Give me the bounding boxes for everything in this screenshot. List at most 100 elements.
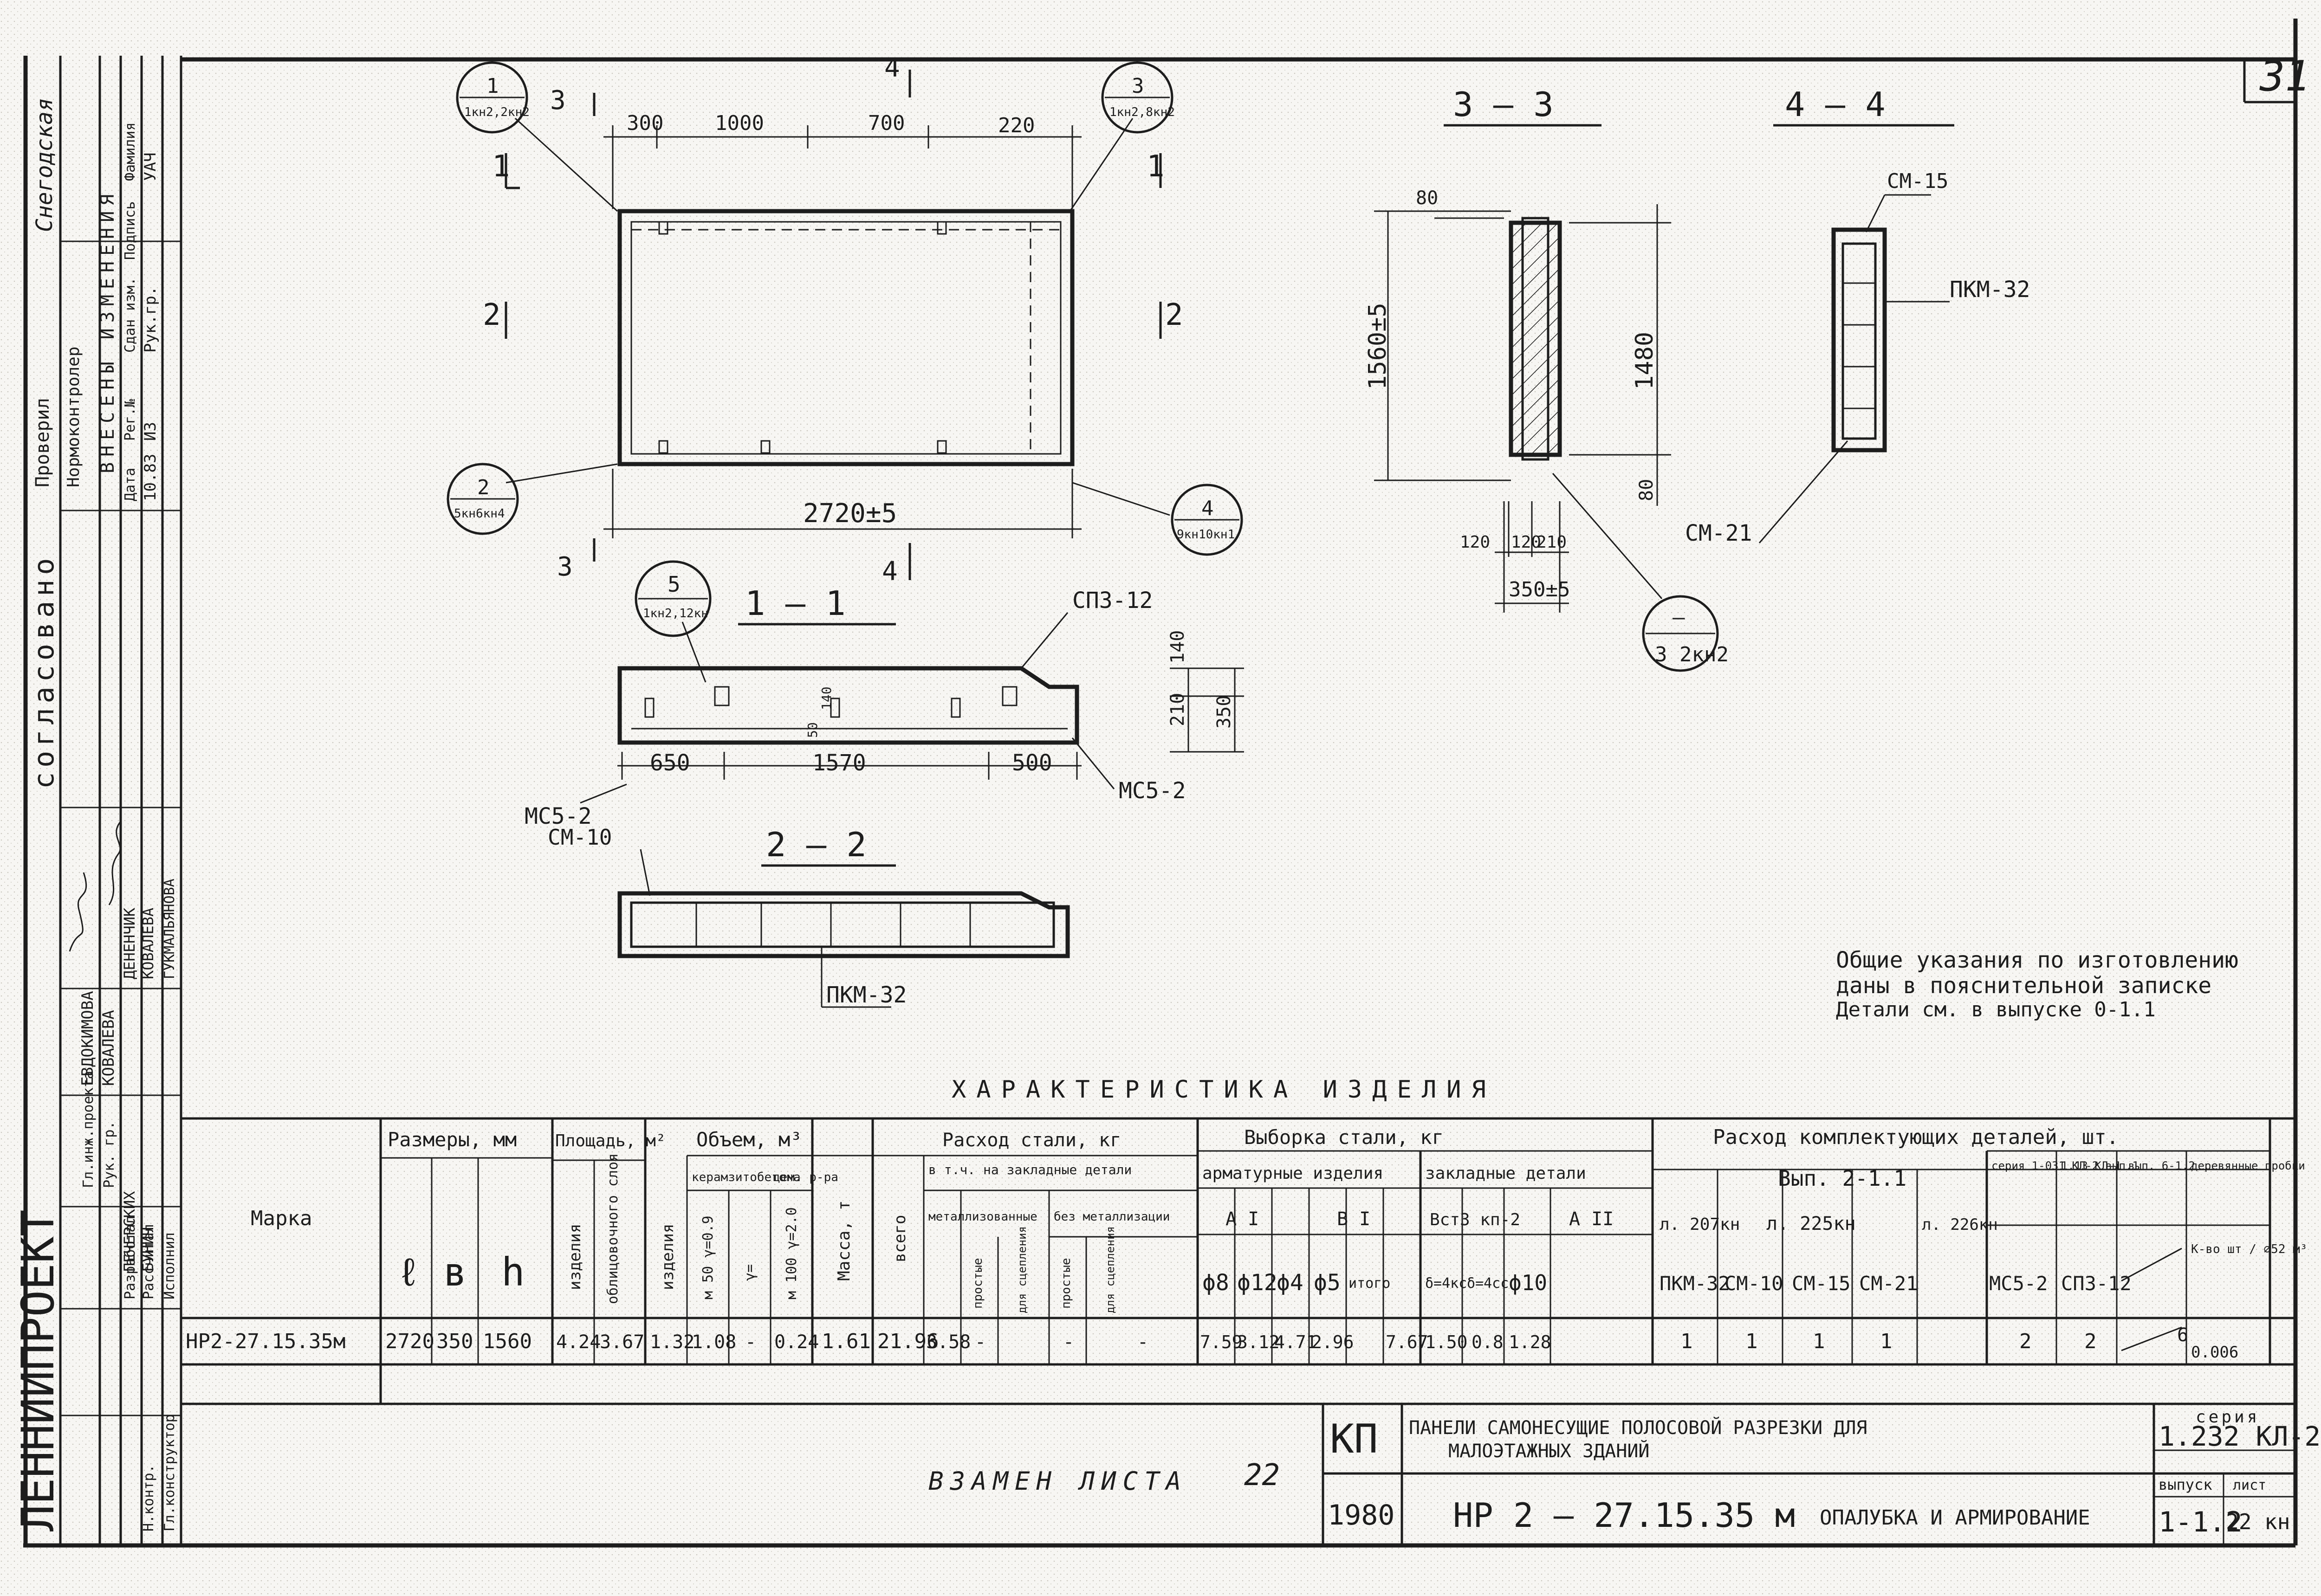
section-3-3-dim-width: 350±5	[1509, 578, 1570, 601]
stamp-agreed-title: согласовано	[28, 554, 60, 789]
row-h: 1560	[483, 1330, 532, 1353]
stamp-role-calculated: Рассчитал	[141, 1224, 157, 1299]
plan-dim-700: 700	[868, 111, 905, 135]
row-mass: 1.61	[822, 1330, 871, 1353]
plan-dim-1000: 1000	[715, 111, 764, 135]
title-issue-value: 1-1.2	[2159, 1506, 2243, 1538]
spec-head-d5: ϕ5	[1314, 1270, 1341, 1296]
spec-head-d8: ϕ8	[1202, 1270, 1229, 1296]
row-sample-d12: 3.12	[1237, 1332, 1280, 1352]
plan-dim-length: 2720±5	[803, 498, 897, 529]
spec-head-delta4kc: δ=4кс	[1425, 1275, 1467, 1292]
spec-head-vol-cement: цем. р-ра	[773, 1170, 838, 1184]
plan-callout-3-spec: 1кн2,8кн2	[1109, 105, 1175, 119]
title-sheet-value: 22 кн	[2226, 1509, 2290, 1534]
section-1-1-dim-350: 350	[1213, 695, 1235, 729]
spec-head-delta4cc: δ=4сс	[1467, 1275, 1509, 1292]
spec-head-arm-ai: А I	[1225, 1208, 1259, 1230]
section-3-3	[1374, 124, 1719, 672]
title-year: 1980	[1328, 1499, 1395, 1531]
spec-head-cm10: СМ-10	[1725, 1272, 1783, 1295]
row-steel-total: 21.96	[877, 1330, 939, 1353]
row-sample-total: 7.67	[1386, 1332, 1428, 1352]
stamp-change-submitted: Рук.гр.	[141, 286, 160, 353]
section-4-4-label-cm15: СМ-15	[1887, 169, 1948, 193]
spec-head-sample-total: итого	[1349, 1275, 1390, 1292]
section-2-2-label-pkm32: ПКМ-32	[826, 982, 907, 1008]
row-marka: НР2-27.15.35м	[186, 1330, 345, 1353]
spec-head-mass: Масса, т	[835, 1201, 854, 1281]
spec-head-steel-simple-1: простые	[971, 1258, 985, 1309]
spec-head-vol-y: γ=	[742, 1264, 758, 1281]
stamp-name-5: БУНИЧ	[139, 1227, 157, 1272]
section-1-1-dim-50: 50	[805, 722, 820, 738]
plan-callout-4-num: 4	[1201, 497, 1214, 520]
spec-head-sample: Выборка стали, кг	[1244, 1126, 1444, 1149]
title-block	[1322, 1404, 2295, 1545]
spec-head-wood-qty: К-во шт / ∅52 м³	[2191, 1242, 2307, 1256]
section-1-1-callout-num: 5	[668, 572, 681, 597]
spec-head-parts: Расход комплектующих деталей, шт.	[1713, 1125, 2119, 1149]
section-2-2-label-cm10: СМ-10	[548, 825, 612, 850]
spec-table-grid	[181, 1117, 2295, 1405]
stamp-change-head-date: Дата	[122, 468, 138, 501]
row-steel-4: -	[1137, 1331, 1148, 1353]
section-3-3-dim-inner: 1480	[1631, 332, 1659, 390]
stamp-role-chief: Гл.инж.проекта	[80, 1071, 97, 1188]
stamp-change-reg: ИЗ	[141, 422, 160, 441]
spec-head-steel-total: всего	[891, 1215, 909, 1262]
spec-head-d10: ϕ10	[1509, 1270, 1547, 1295]
stamp-name-4: ПЕЧЕРСКИХ	[121, 1191, 138, 1272]
plan-section-mark-1b: 1	[1147, 149, 1165, 184]
title-series-label: серия	[2196, 1408, 2260, 1427]
stamp-change-head-submitted: Сдан изм.	[122, 277, 138, 353]
section-1-1-label-mc52-right: МС5-2	[1119, 778, 1186, 804]
side-stamp	[59, 56, 182, 1545]
row-steel-2: -	[975, 1331, 986, 1353]
row-sample-d4: 4.71	[1274, 1332, 1317, 1352]
row-l: 2720	[385, 1330, 434, 1353]
stamp-name-3: ГУКМАЛЬЯНОВА	[162, 879, 178, 979]
title-mark: НР 2 — 27.15.35 м	[1453, 1496, 1795, 1535]
spec-head-wood: деревянные пробки	[2191, 1159, 2305, 1172]
row-area2: 3.67	[600, 1331, 644, 1353]
stamp-role-group: Рук. гр.	[101, 1121, 117, 1189]
title-kp: КП	[1330, 1416, 1378, 1462]
section-1-1-dim-650: 650	[650, 750, 690, 776]
panel-plan	[447, 61, 1243, 580]
section-1-1-title: 1 — 1	[745, 584, 846, 623]
section-1-1-dim-140: 140	[1167, 630, 1188, 664]
plan-section-mark-2: 2	[483, 298, 501, 332]
replace-note: ВЗАМЕН ЛИСТА	[928, 1467, 1187, 1496]
spec-head-emb-vst3: Вст3 кп-2	[1430, 1210, 1520, 1229]
spec-head-marka: Марка	[251, 1207, 312, 1230]
section-2-2-title: 2 — 2	[766, 825, 867, 864]
section-3-3-dim-120b: 120	[1511, 533, 1541, 552]
plan-section-mark-3b: 3	[557, 552, 573, 582]
row-steel-3: -	[1063, 1331, 1074, 1353]
section-3-3-dim-height: 1560±5	[1364, 303, 1392, 390]
stamp-name-top-2: КОВАЛЕВА	[99, 1010, 118, 1086]
sheet-number: 31	[2259, 52, 2310, 101]
section-1-1-dim-1570: 1570	[812, 750, 866, 776]
stamp-change-head-signature: Подпись	[122, 201, 138, 260]
spec-head-sheet-225: л. 225кн	[1766, 1213, 1856, 1234]
stamp-role-chief-designer: Гл.конструктор	[162, 1414, 178, 1531]
plan-callout-1-num: 1	[486, 74, 499, 98]
plan-callout-4-spec: 9кн10кн1	[1177, 528, 1235, 542]
stamp-change-surname: УАЧ	[141, 153, 160, 181]
note-line-2: даны в пояснительной записке	[1836, 973, 2211, 999]
row-wood-qty: 6	[2177, 1325, 2188, 1346]
row-sample-d5: 2.96	[1311, 1332, 1354, 1352]
spec-head-emb-aii: А II	[1569, 1208, 1614, 1230]
section-3-3-dim-210: 210	[1537, 533, 1567, 552]
spec-head-h: h	[501, 1249, 525, 1295]
section-3-3-dim-120a: 120	[1460, 533, 1490, 552]
stamp-verified-label: Проверил	[32, 398, 53, 487]
section-3-3-callout-num: —	[1673, 606, 1685, 629]
row-vol3: -	[745, 1331, 756, 1353]
stamp-role-normcontrol: Н.контр.	[141, 1465, 157, 1532]
spec-head-spz12: СПЗ-12	[2061, 1272, 2132, 1295]
